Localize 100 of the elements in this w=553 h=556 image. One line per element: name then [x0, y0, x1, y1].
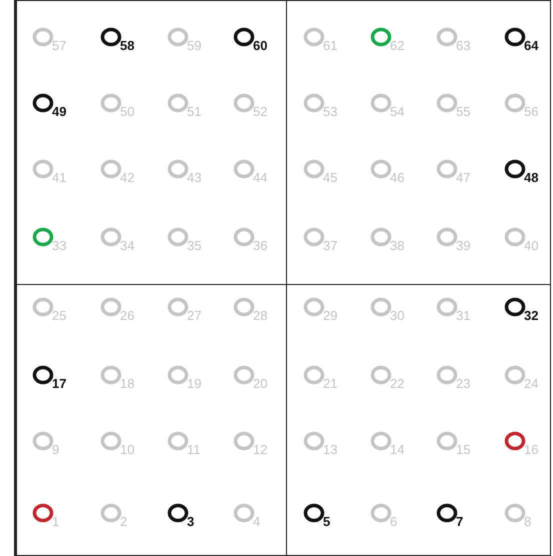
ring-marker — [303, 297, 325, 317]
number-label: 33 — [52, 239, 66, 253]
number-label: 6 — [390, 515, 398, 529]
ring-marker — [100, 93, 122, 113]
grid-quadrant — [286, 0, 551, 285]
ring-marker — [167, 365, 189, 385]
number-label: 43 — [187, 171, 202, 185]
ring-marker — [233, 297, 255, 317]
ring-marker — [167, 159, 189, 179]
ring-marker — [436, 297, 458, 317]
number-label: 52 — [253, 105, 268, 119]
number-label: 7 — [456, 515, 464, 529]
ring-marker — [370, 27, 392, 47]
ring-marker — [233, 365, 255, 385]
grid-quadrant — [14, 0, 287, 285]
ring-marker — [233, 227, 255, 247]
ring-marker — [167, 431, 189, 451]
ring-marker — [167, 93, 189, 113]
number-label: 24 — [524, 377, 538, 391]
number-label: 20 — [253, 377, 268, 391]
number-label: 38 — [390, 239, 404, 253]
number-label: 19 — [187, 377, 202, 391]
ring-marker — [504, 297, 526, 317]
ring-marker — [167, 27, 189, 47]
number-label: 4 — [253, 515, 260, 529]
grid-quadrant — [14, 284, 287, 556]
ring-marker — [233, 93, 255, 113]
number-label: 21 — [323, 377, 338, 391]
ring-marker — [436, 365, 458, 385]
number-label: 54 — [390, 105, 404, 119]
number-label: 25 — [52, 309, 66, 323]
ring-marker — [504, 503, 526, 523]
number-label: 45 — [323, 171, 338, 185]
number-label: 22 — [390, 377, 404, 391]
ring-marker — [32, 503, 54, 523]
ring-marker — [32, 27, 54, 47]
number-label: 23 — [456, 377, 470, 391]
number-label: 40 — [524, 239, 538, 253]
ring-marker — [233, 159, 255, 179]
number-label: 2 — [120, 515, 128, 529]
number-label: 14 — [390, 443, 404, 457]
ring-marker — [370, 297, 392, 317]
number-label: 27 — [187, 309, 202, 323]
ring-marker — [303, 93, 325, 113]
number-label: 32 — [524, 309, 538, 323]
number-label: 41 — [52, 171, 66, 185]
number-label: 50 — [120, 105, 134, 119]
number-label: 63 — [456, 39, 470, 53]
ring-marker — [436, 503, 458, 523]
ring-marker — [233, 431, 255, 451]
ring-marker — [303, 365, 325, 385]
ring-marker — [100, 27, 122, 47]
number-label: 10 — [120, 443, 134, 457]
ring-marker — [100, 297, 122, 317]
number-label: 48 — [524, 171, 538, 185]
ring-marker — [32, 365, 54, 385]
ring-marker — [504, 159, 526, 179]
number-label: 53 — [323, 105, 338, 119]
number-label: 1 — [52, 515, 60, 529]
ring-marker — [303, 227, 325, 247]
ring-marker — [100, 159, 122, 179]
number-label: 8 — [524, 515, 532, 529]
ring-marker — [100, 431, 122, 451]
ring-marker — [370, 431, 392, 451]
number-label: 60 — [253, 39, 268, 53]
ring-marker — [100, 503, 122, 523]
ring-marker — [370, 365, 392, 385]
ring-marker — [100, 365, 122, 385]
number-label: 51 — [187, 105, 202, 119]
number-label: 17 — [52, 377, 66, 391]
ring-marker — [167, 227, 189, 247]
number-label: 61 — [323, 39, 338, 53]
ring-marker — [303, 27, 325, 47]
number-label: 13 — [323, 443, 338, 457]
number-label: 28 — [253, 309, 268, 323]
grid-quadrant — [286, 284, 551, 556]
ring-marker — [32, 227, 54, 247]
number-label: 9 — [52, 443, 60, 457]
ring-marker — [504, 227, 526, 247]
number-label: 12 — [253, 443, 268, 457]
ring-marker — [504, 365, 526, 385]
number-label: 29 — [323, 309, 338, 323]
ring-marker — [233, 503, 255, 523]
number-label: 15 — [456, 443, 470, 457]
ring-marker — [370, 227, 392, 247]
ring-marker — [436, 93, 458, 113]
ring-marker — [100, 227, 122, 247]
number-label: 35 — [187, 239, 202, 253]
number-label: 36 — [253, 239, 268, 253]
ring-marker — [167, 297, 189, 317]
number-label: 31 — [456, 309, 470, 323]
ring-marker — [303, 503, 325, 523]
ring-marker — [32, 297, 54, 317]
ring-marker — [303, 159, 325, 179]
number-label: 58 — [120, 39, 134, 53]
number-label: 59 — [187, 39, 202, 53]
number-label: 3 — [187, 515, 194, 529]
ring-marker — [233, 27, 255, 47]
number-label: 34 — [120, 239, 134, 253]
number-label: 37 — [323, 239, 338, 253]
